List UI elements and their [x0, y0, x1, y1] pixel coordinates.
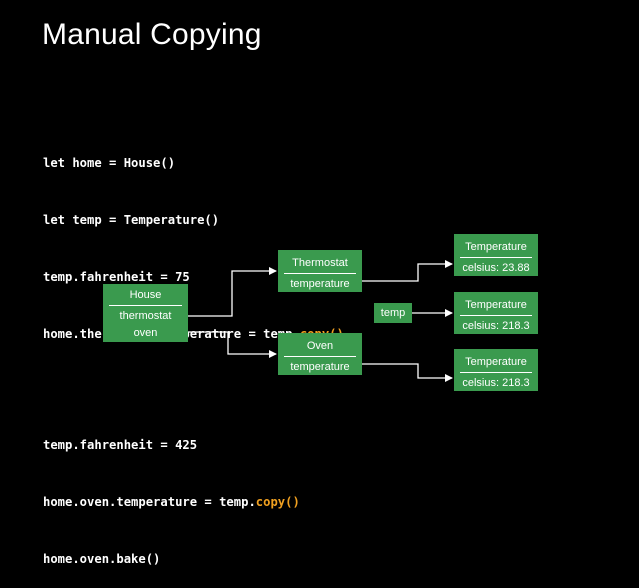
- code-line: temp.fahrenheit = 75: [43, 270, 190, 284]
- temperature-title: Temperature: [465, 356, 527, 368]
- code-text: home.oven.temperature = temp.: [43, 495, 256, 509]
- divider: [460, 257, 532, 258]
- oven-title: Oven: [306, 340, 334, 352]
- divider: [109, 305, 182, 306]
- temperature-celsius-field: celsius: 218.3: [462, 377, 530, 389]
- arrow-oven-temperature: [338, 363, 453, 382]
- code-line: home.oven.temperature = temp.copy(): [43, 493, 344, 512]
- code-line: let temp = Temperature(): [43, 213, 220, 227]
- thermostat-object: Thermostat temperature: [278, 250, 362, 292]
- oven-object: Oven temperature: [278, 333, 362, 375]
- house-oven-field: oven: [133, 327, 158, 339]
- thermostat-title: Thermostat: [292, 257, 348, 269]
- temperature-object-2: Temperature celsius: 218.3: [454, 292, 538, 334]
- oven-temperature-field: temperature: [290, 361, 350, 373]
- divider: [460, 315, 532, 316]
- copy-call: copy(): [255, 495, 300, 509]
- divider: [284, 273, 356, 274]
- code-line: home.oven.bake(): [43, 552, 161, 566]
- house-object: House thermostat oven: [103, 284, 188, 342]
- reference-arrows: [162, 260, 453, 382]
- code-line: let home = House(): [43, 156, 176, 170]
- temperature-object-3: Temperature celsius: 218.3: [454, 349, 538, 391]
- divider: [460, 372, 532, 373]
- arrow-thermostat-temperature: [338, 260, 453, 282]
- house-title: House: [129, 289, 162, 301]
- house-thermostat-field: thermostat: [119, 310, 172, 322]
- temperature-object-1: Temperature celsius: 23.88: [454, 234, 538, 276]
- temp-variable: temp: [374, 303, 412, 323]
- divider: [284, 356, 356, 357]
- code-line: temp.fahrenheit = 425: [43, 438, 198, 452]
- arrow-house-oven: [162, 331, 277, 358]
- temperature-celsius-field: celsius: 23.88: [462, 262, 530, 274]
- slide-title: Manual Copying: [42, 18, 262, 51]
- arrow-house-thermostat: [162, 267, 277, 317]
- thermostat-temperature-field: temperature: [290, 278, 350, 290]
- temperature-celsius-field: celsius: 218.3: [462, 320, 530, 332]
- temperature-title: Temperature: [465, 241, 527, 253]
- temperature-title: Temperature: [465, 299, 527, 311]
